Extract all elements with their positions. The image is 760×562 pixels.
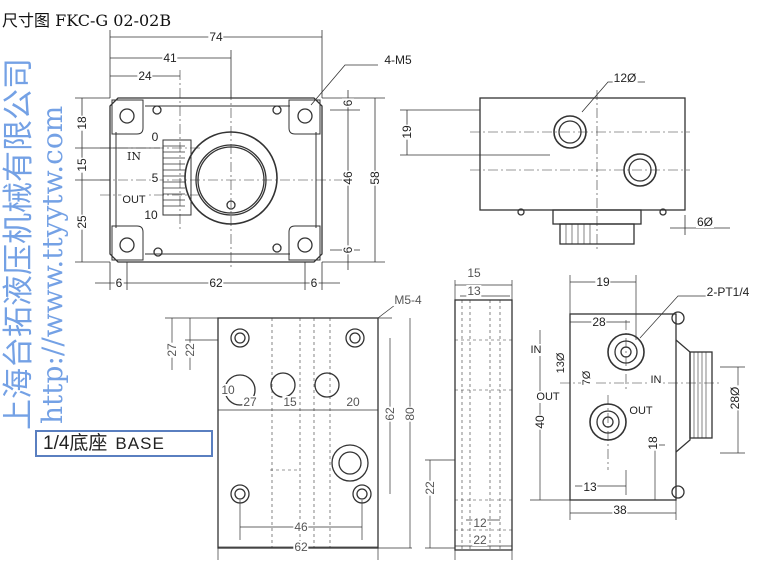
valve-side-view — [530, 275, 750, 520]
base-dim-80: 80 — [403, 406, 417, 422]
dim-center-offset: 41 — [162, 51, 178, 65]
dim-bottom-left: 6 — [114, 276, 124, 290]
base-label-cn: 1/4底座 — [43, 433, 108, 454]
base-side-dim-22h: 22 — [472, 533, 488, 547]
rv-dim-19: 19 — [595, 275, 611, 289]
dim-right-bottom: 6 — [341, 245, 355, 255]
base-side-dim-22v: 22 — [423, 480, 437, 496]
rv-dim-38: 38 — [612, 503, 628, 517]
dim-left-mid: 15 — [75, 157, 89, 173]
dim-right-mid: 46 — [341, 170, 355, 186]
base-dim-10: 10 — [220, 383, 236, 397]
dim-scale-offset: 24 — [137, 69, 153, 83]
dim-left-bottom: 25 — [75, 214, 89, 230]
dim-overall-width: 74 — [208, 30, 224, 44]
rv-dim-28dia: 28Ø — [728, 385, 742, 411]
base-dim-62v: 62 — [383, 406, 397, 422]
top-view-dimension-lines — [75, 30, 385, 290]
rv-in-left: IN — [529, 344, 543, 356]
scale-label-10: 10 — [143, 208, 159, 222]
base-title-box: 1/4底座 BASE — [35, 430, 213, 457]
dim-overall-height: 58 — [368, 170, 382, 186]
in-port-label: IN — [126, 150, 142, 163]
base-side-dim-13: 13 — [466, 284, 482, 298]
rv-dim-7dia: 7Ø — [581, 369, 593, 387]
out-port-label: OUT — [121, 194, 147, 206]
rv-thread-label: 2-PT1/4 — [705, 285, 751, 299]
base-dim-46: 46 — [293, 520, 309, 534]
rv-in-right: IN — [649, 374, 663, 386]
base-dim-27b: 27 — [242, 395, 258, 409]
base-side-dim-12: 12 — [472, 516, 488, 530]
dim-bottom-span: 62 — [208, 276, 224, 290]
dim-bottom-right: 6 — [309, 276, 319, 290]
scale-label-5: 5 — [150, 171, 160, 185]
scale-label-0: 0 — [150, 130, 160, 144]
drawing-title: 尺寸图 FKC-G 02-02B — [2, 11, 172, 30]
base-dim-62h: 62 — [293, 540, 309, 554]
base-dim-22: 22 — [183, 342, 197, 358]
dim-side-height: 19 — [400, 124, 414, 140]
top-view-plate — [100, 70, 345, 270]
base-dim-15: 15 — [282, 395, 298, 409]
stem-dia-label: 6Ø — [695, 215, 715, 229]
dim-right-top: 6 — [341, 98, 355, 108]
rv-dim-13: 13 — [582, 480, 598, 494]
base-label-en: BASE — [115, 434, 165, 453]
rv-dim-18: 18 — [646, 435, 660, 451]
rv-out-left: OUT — [535, 391, 561, 403]
base-side-view — [425, 280, 513, 560]
mount-thread-label: 4-M5 — [383, 53, 413, 67]
rv-dim-40: 40 — [533, 414, 547, 430]
side-view — [400, 81, 730, 250]
port-dia-label: 12Ø — [612, 71, 638, 85]
base-side-dim-15: 15 — [466, 266, 482, 280]
rv-out-right: OUT — [628, 405, 654, 417]
rv-dim-13dia: 13Ø — [555, 351, 567, 375]
base-thread-label: M5-4 — [393, 293, 423, 307]
base-dim-27: 27 — [165, 342, 179, 358]
base-dim-20: 20 — [345, 395, 361, 409]
dim-left-top: 18 — [75, 115, 89, 131]
rv-dim-28: 28 — [591, 315, 607, 329]
